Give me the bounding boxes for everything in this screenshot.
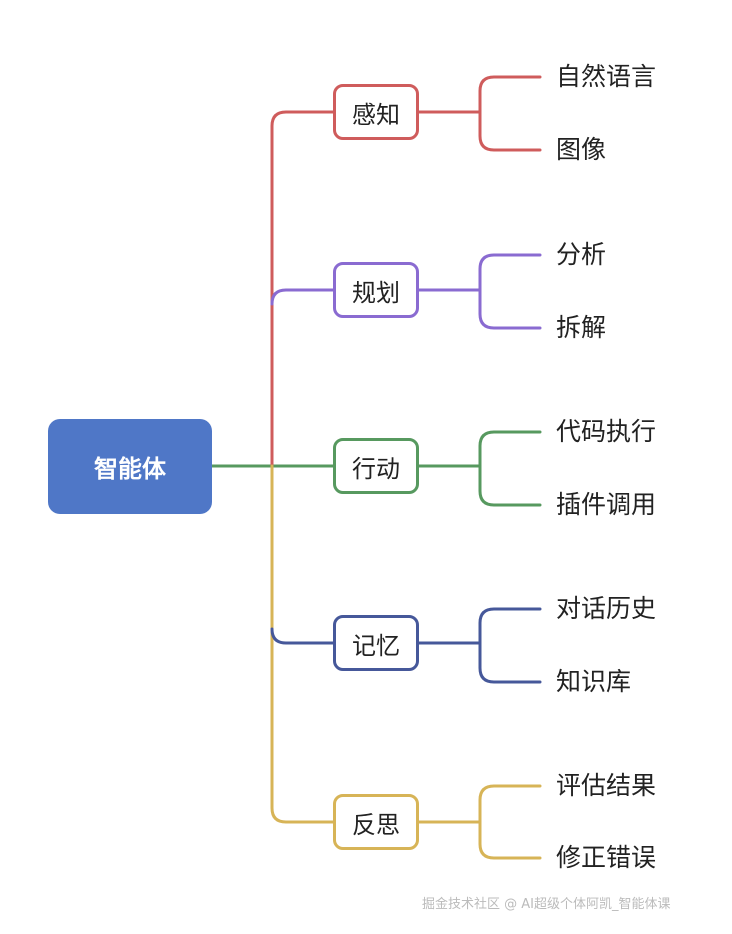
- leaf-fix-errors: 修正错误: [556, 843, 657, 872]
- connector-leaf-top-2: [478, 430, 542, 468]
- leaf-analysis: 分析: [556, 240, 607, 269]
- connector-leaf-bottom-1: [478, 288, 542, 330]
- leaf-plugin-call: 插件调用: [556, 490, 657, 519]
- branch-node-memory: 记忆: [333, 615, 419, 671]
- connector-leaf-bottom-0: [478, 110, 542, 152]
- connector-leaf-bottom-4: [478, 820, 542, 860]
- connector-leaf-top-1: [478, 253, 542, 292]
- connector-leaf-top-4: [478, 784, 542, 824]
- branch-node-planning: 规划: [333, 262, 419, 318]
- leaf-image: 图像: [556, 135, 607, 164]
- leaf-dialog-history: 对话历史: [556, 594, 657, 623]
- branch-node-perception: 感知: [333, 84, 419, 140]
- connector-leaf-bottom-2: [478, 464, 542, 507]
- branch-node-reflection: 反思: [333, 794, 419, 850]
- connector-planning: [270, 288, 335, 306]
- root-node-smart-agent: 智能体: [48, 419, 212, 514]
- connector-reflection: [270, 464, 335, 824]
- connector-leaf-top-3: [478, 607, 542, 645]
- watermark-text: 掘金技术社区 @ AI超级个体阿凯_智能体课: [422, 897, 671, 912]
- leaf-code-execution: 代码执行: [556, 417, 657, 446]
- connector-leaf-bottom-3: [478, 641, 542, 684]
- branch-node-action: 行动: [333, 438, 419, 494]
- connector-leaf-top-0: [478, 75, 542, 114]
- connector-memory: [270, 627, 335, 645]
- leaf-knowledge-base: 知识库: [556, 667, 632, 696]
- leaf-decompose: 拆解: [556, 313, 607, 342]
- leaf-natural-language: 自然语言: [556, 62, 657, 91]
- leaf-evaluate-results: 评估结果: [556, 771, 657, 800]
- connector-perception: [270, 110, 335, 468]
